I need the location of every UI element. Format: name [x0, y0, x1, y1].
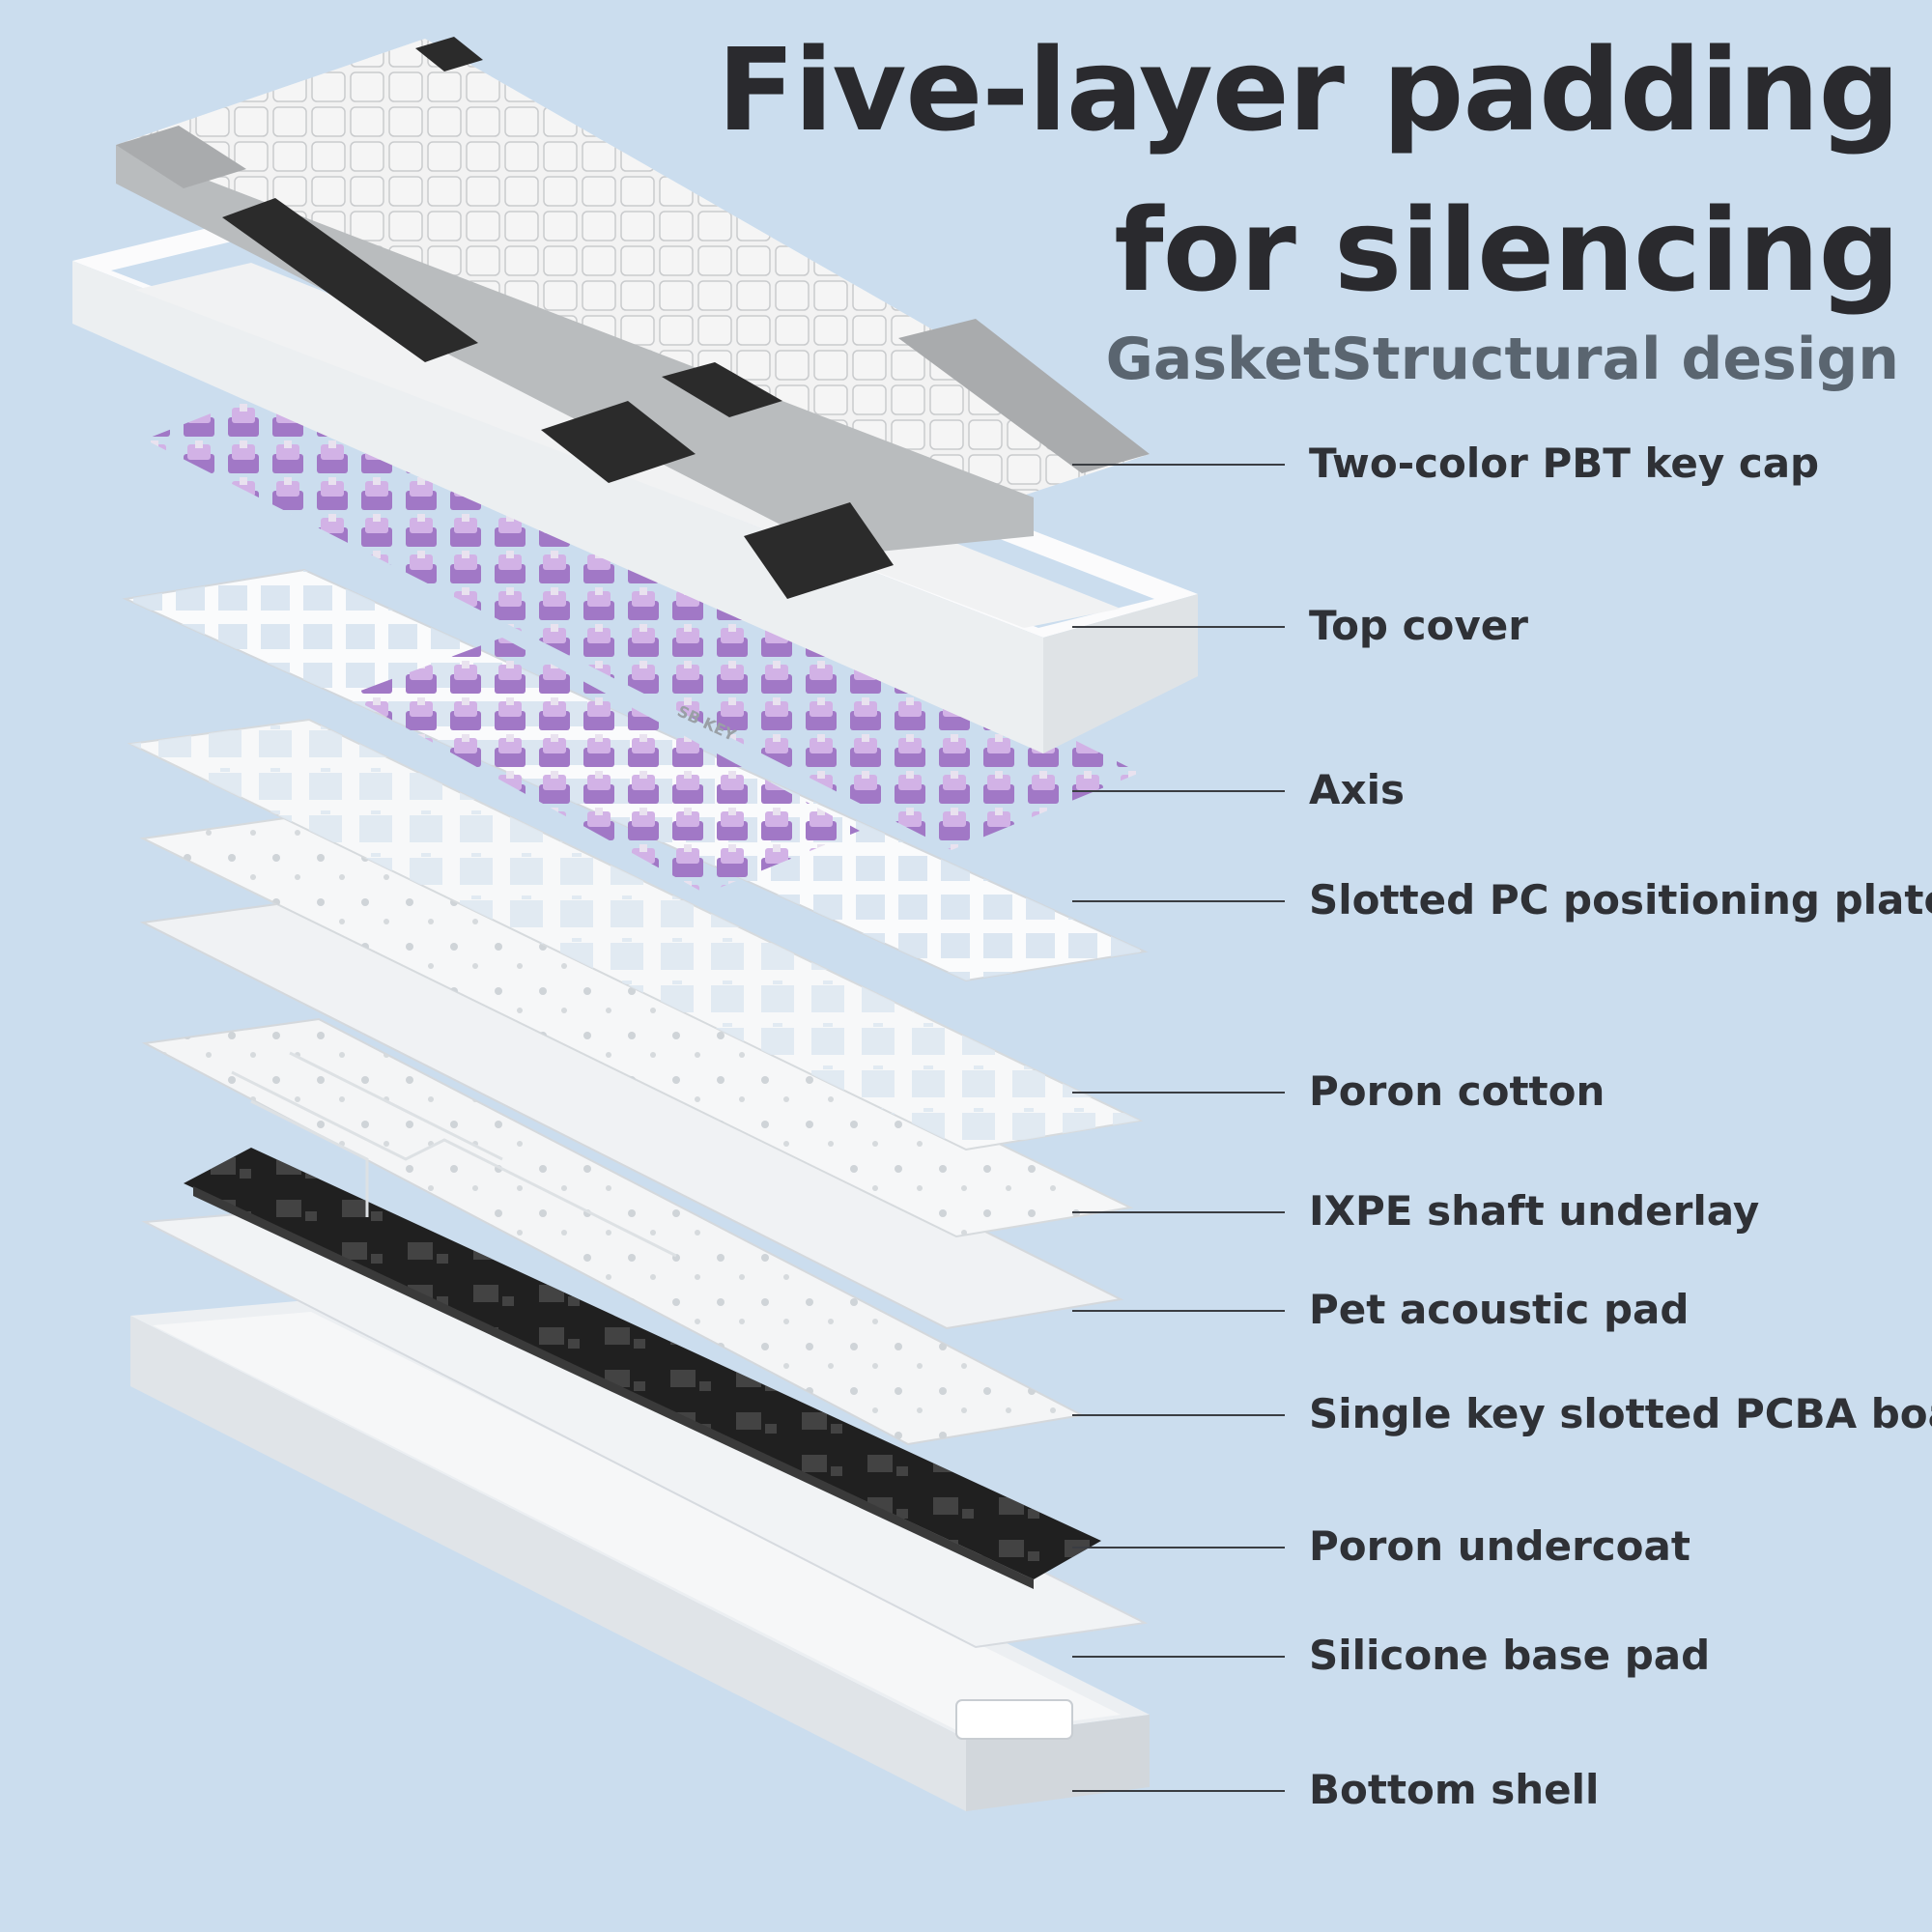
- label-poron-cotton: Poron cotton: [1309, 1067, 1605, 1115]
- label-ixpe-shaft-underlay: IXPE shaft underlay: [1309, 1187, 1760, 1235]
- spacebar-key: [222, 198, 478, 362]
- label-pet-acoustic-pad: Pet acoustic pad: [1309, 1286, 1690, 1333]
- leader-line: [1072, 1092, 1285, 1094]
- left-modifier-keys: [116, 126, 246, 188]
- leader-line: [1072, 1310, 1285, 1312]
- poron-undercoat: [184, 1148, 1101, 1589]
- leader-line: [1072, 626, 1285, 628]
- pcba-board: [141, 1017, 1086, 1446]
- label-two-color-pbt-key-cap: Two-color PBT key cap: [1309, 440, 1820, 487]
- leader-line: [1072, 1414, 1285, 1416]
- bottom-shell-slider: [955, 1699, 1073, 1740]
- numpad-enter-key: [744, 502, 894, 599]
- poron-cotton: [127, 718, 1144, 1151]
- label-poron-undercoat: Poron undercoat: [1309, 1522, 1690, 1570]
- label-single-key-slotted-pcba-board: Single key slotted PCBA board: [1309, 1390, 1932, 1437]
- leader-line: [1072, 1790, 1285, 1792]
- label-top-cover: Top cover: [1309, 602, 1528, 649]
- escape-key: [415, 37, 483, 71]
- leader-line: [1072, 1656, 1285, 1658]
- arrow-keys: [541, 401, 696, 483]
- label-axis: Axis: [1309, 766, 1405, 813]
- leader-line: [1072, 1211, 1285, 1213]
- subtitle: GasketStructural design: [1105, 326, 1899, 393]
- ixpe-shaft-underlay: [139, 811, 1134, 1238]
- leader-line: [1072, 1547, 1285, 1548]
- label-silicone-base-pad: Silicone base pad: [1309, 1632, 1711, 1679]
- pet-acoustic-pad: [139, 896, 1124, 1330]
- enter-key: [662, 362, 782, 417]
- axis-switches: [145, 367, 1140, 894]
- leader-line: [1072, 900, 1285, 902]
- right-function-keys: [898, 319, 1150, 473]
- label-slotted-pc-positioning-plate: Slotted PC positioning plate: [1309, 876, 1932, 923]
- leader-line: [1072, 790, 1285, 792]
- title-line-2: for silencing: [1114, 184, 1900, 317]
- leader-line: [1072, 464, 1285, 466]
- title-line-1: Five-layer padding: [717, 23, 1900, 156]
- label-bottom-shell: Bottom shell: [1309, 1766, 1600, 1813]
- bottom-shell: [130, 1299, 1150, 1811]
- pbt-keycaps: [116, 37, 1150, 599]
